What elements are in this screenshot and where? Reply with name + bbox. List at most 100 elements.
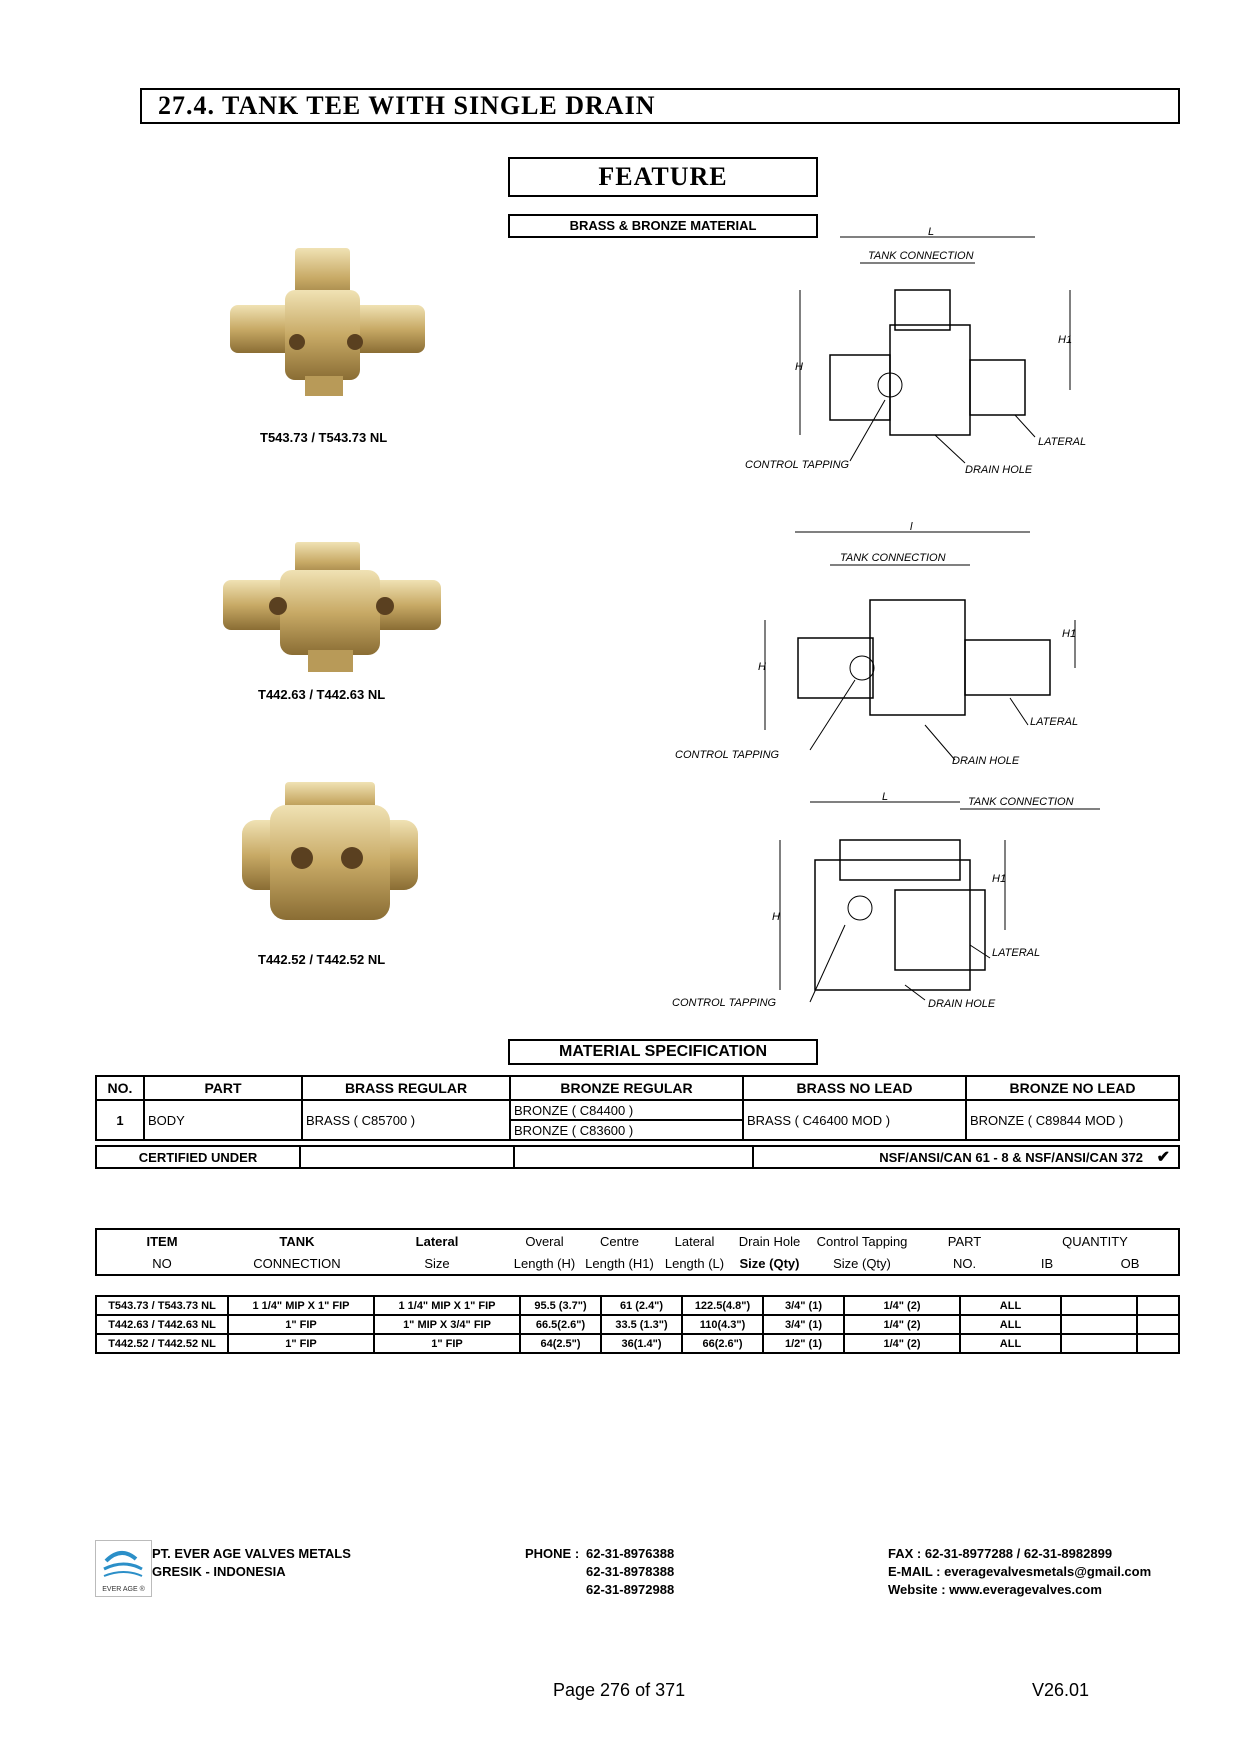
table-cell: 3/4" (1) [762, 1295, 845, 1316]
table-cell: 64(2.5") [519, 1333, 602, 1354]
table-cell: 1" FIP [227, 1333, 375, 1354]
control-tapping-label: CONTROL TAPPING [672, 997, 777, 1009]
header-part-no: NO. [952, 1255, 977, 1271]
row-brass-regular: BRASS ( C85700 ) [301, 1099, 511, 1141]
control-tapping-label: CONTROL TAPPING [745, 459, 850, 471]
header-connection: CONNECTION [253, 1255, 341, 1271]
row-brass-no-lead: BRASS ( C46400 MOD ) [742, 1099, 967, 1141]
header-brass-no-lead: BRASS NO LEAD [742, 1075, 967, 1101]
material-spec-title: MATERIAL SPECIFICATION [508, 1039, 818, 1065]
table-cell: T442.63 / T442.63 NL [95, 1314, 229, 1335]
product-photo-t442-52 [242, 782, 418, 920]
header-lateral: Lateral [415, 1233, 459, 1249]
page-number: Page 276 of 371 [553, 1680, 686, 1700]
certified-table: CERTIFIED UNDER NSF/ANSI/CAN 61 - 8 & NS… [95, 1145, 1180, 1169]
table-cell [1060, 1333, 1138, 1354]
table-cell [1136, 1314, 1180, 1335]
table-cell [1136, 1333, 1180, 1354]
table-cell: 1" FIP [373, 1333, 521, 1354]
table-cell: 1/4" (2) [843, 1314, 961, 1335]
header-ob: OB [1120, 1255, 1140, 1271]
technical-drawing-1: L TANK CONNECTION H H1 LATERAL CONTROL T… [745, 226, 1086, 476]
technical-drawing-3: L TANK CONNECTION H H1 LATERAL CONTROL T… [672, 791, 1100, 1010]
header-part: PART [947, 1233, 982, 1249]
row-bronze-regular-1: BRONZE ( C84400 ) [509, 1099, 744, 1121]
feature-title: FEATURE [508, 157, 818, 197]
table-cell: ALL [959, 1314, 1062, 1335]
table-cell: T442.52 / T442.52 NL [95, 1333, 229, 1354]
checkmark-icon: ✔ [1156, 1149, 1170, 1166]
header-drain-size: Size (Qty) [739, 1255, 800, 1271]
row-part: BODY [143, 1099, 303, 1141]
table-cell: 1" FIP [227, 1314, 375, 1335]
header-no: NO [152, 1255, 172, 1271]
drain-hole-label: DRAIN HOLE [965, 464, 1033, 476]
dimension-label-h: H [758, 661, 766, 673]
header-bronze-no-lead: BRONZE NO LEAD [965, 1075, 1180, 1101]
drain-hole-label: DRAIN HOLE [952, 755, 1020, 767]
phone-list: 62-31-8976388 62-31-8978388 62-31-897298… [586, 1545, 674, 1599]
header-control-tapping: Control Tapping [816, 1233, 908, 1249]
version: V26.01 [1032, 1680, 1090, 1700]
items-header: ITEM TANK Lateral Overal Centre Lateral … [97, 1230, 1178, 1274]
table-cell: ALL [959, 1295, 1062, 1316]
company-name: PT. EVER AGE VALVES METALS [152, 1546, 351, 1561]
header-brass-regular: BRASS REGULAR [301, 1075, 511, 1101]
table-cell: 66(2.6") [681, 1333, 764, 1354]
phone-label: PHONE : [525, 1546, 580, 1561]
lateral-label: LATERAL [1030, 716, 1078, 728]
certified-empty [513, 1145, 754, 1169]
header-size: Size [424, 1255, 450, 1271]
table-cell: 1 1/4" MIP X 1" FIP [227, 1295, 375, 1316]
header-bronze-regular: BRONZE REGULAR [509, 1075, 744, 1101]
header-length-h: Length (H) [513, 1255, 576, 1271]
table-cell: 33.5 (1.3") [600, 1314, 683, 1335]
table-cell [1060, 1314, 1138, 1335]
header-length-h1: Length (H1) [585, 1255, 654, 1271]
wave-logo-icon [103, 1551, 143, 1577]
row-bronze-regular-2: BRONZE ( C83600 ) [509, 1119, 744, 1141]
header-tapping-size: Size (Qty) [833, 1255, 891, 1271]
website: Website : www.everagevalves.com [888, 1582, 1102, 1597]
certified-standard: NSF/ANSI/CAN 61 - 8 & NSF/ANSI/CAN 372 [879, 1150, 1143, 1165]
product-photo-t442-63 [223, 542, 441, 672]
fax: FAX : 62-31-8977288 / 62-31-8982899 [888, 1546, 1113, 1561]
control-tapping-label: CONTROL TAPPING [675, 749, 780, 761]
certified-label: CERTIFIED UNDER [95, 1145, 301, 1169]
row-bronze-no-lead: BRONZE ( C89844 MOD ) [965, 1099, 1180, 1141]
row-no: 1 [95, 1099, 145, 1141]
certified-empty [299, 1145, 515, 1169]
dimension-label-l: L [928, 226, 934, 238]
table-cell: 110(4.3") [681, 1314, 764, 1335]
logo-text: EVER AGE ® [102, 1586, 145, 1593]
dimension-label-h: H [795, 361, 803, 373]
table-cell: 1/2" (1) [762, 1333, 845, 1354]
technical-drawing-2: l TANK CONNECTION H H1 LATERAL CONTROL T… [675, 521, 1078, 767]
phone-number: 62-31-8972988 [586, 1582, 675, 1597]
header-tank: TANK [279, 1233, 315, 1249]
dimension-label-h1: H1 [1058, 334, 1072, 346]
product-label: T442.52 / T442.52 NL [258, 952, 386, 967]
table-cell: 61 (2.4") [600, 1295, 683, 1316]
lateral-label: LATERAL [1038, 436, 1086, 448]
table-cell [1136, 1295, 1180, 1316]
table-cell: 1/4" (2) [843, 1295, 961, 1316]
table-cell: 122.5(4.8") [681, 1295, 764, 1316]
header-length-l: Length (L) [664, 1255, 725, 1271]
tank-connection-label: TANK CONNECTION [968, 796, 1074, 808]
material-note: BRASS & BRONZE MATERIAL [508, 214, 818, 238]
material-table: NO. PART BRASS REGULAR BRONZE REGULAR BR… [95, 1075, 1180, 1141]
header-no: NO. [95, 1075, 145, 1101]
product-label: T543.73 / T543.73 NL [260, 430, 388, 445]
section-title: 27.4. TANK TEE WITH SINGLE DRAIN [140, 88, 1180, 124]
company-logo: EVER AGE ® [95, 1540, 152, 1597]
table-cell: 1/4" (2) [843, 1333, 961, 1354]
certified-value: NSF/ANSI/CAN 61 - 8 & NSF/ANSI/CAN 372 ✔ [752, 1145, 1180, 1169]
header-item: ITEM [146, 1233, 178, 1249]
table-cell: 1 1/4" MIP X 1" FIP [373, 1295, 521, 1316]
contact-info: FAX : 62-31-8977288 / 62-31-8982899 E-MA… [888, 1545, 1151, 1599]
items-header-box [95, 1228, 1180, 1276]
